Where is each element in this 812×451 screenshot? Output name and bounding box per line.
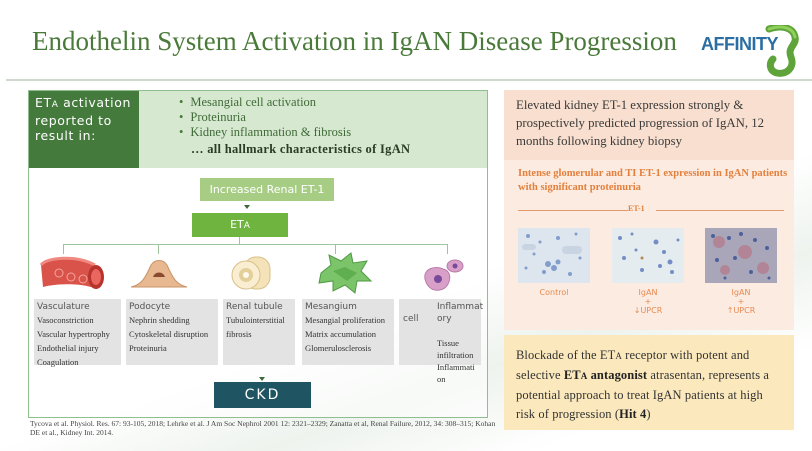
- target-effect: Vascular hypertrophy: [37, 329, 110, 339]
- tree-connector: [63, 244, 64, 254]
- label-line: ↑UPCR: [726, 306, 756, 315]
- target-column-mesangium: Mesangium Mesangial proliferation Matrix…: [302, 299, 394, 365]
- target-name: Mesangium: [305, 302, 357, 312]
- target-effect: fibrosis: [226, 329, 252, 339]
- eta-effects-list: Mesangial cell activation Proteinuria Ki…: [139, 91, 487, 168]
- target-effect: Tubulointerstitial: [226, 315, 285, 325]
- mesangial-cells-icon: [318, 252, 373, 294]
- label-line: IgAN: [731, 288, 751, 297]
- tree-connector: [158, 244, 159, 254]
- inflammatory-cells-icon: [424, 259, 464, 291]
- affinity-logo: AFFINITY: [697, 25, 807, 77]
- target-name: Podocyte: [129, 302, 171, 312]
- target-column-podocyte: Podocyte Nephrin shedding Cytoskeletal d…: [126, 299, 218, 365]
- target-name: Vasculature: [37, 302, 90, 312]
- target-column-renal-tubule: Renal tubule Tubulointerstitial fibrosis: [223, 299, 295, 365]
- target-name-part: ory: [437, 314, 452, 324]
- target-column-vasculature: Vasculature Vasoconstriction Vascular hy…: [34, 299, 121, 367]
- renal-tubule-icon: [231, 256, 271, 290]
- eta-activation-panel: ETA activation reported to result in: Me…: [28, 90, 488, 418]
- label-line: +: [644, 297, 652, 306]
- bold-run: ET: [563, 368, 581, 382]
- eta-receptor-label: ET: [230, 218, 244, 231]
- atrasentan-conclusion: Blockade of the ETA receptor with potent…: [504, 335, 794, 430]
- bold-subscript: A: [580, 371, 588, 381]
- bold-run: Hit 4: [619, 407, 647, 421]
- bold-run: antagonist: [587, 368, 648, 382]
- stain-label: ET-1: [628, 204, 645, 213]
- target-effect: Endothelial injury: [37, 343, 99, 353]
- target-name: Renal tubule: [226, 302, 283, 312]
- tree-connector: [63, 244, 447, 245]
- target-effect: on: [437, 374, 446, 384]
- text-run: ): [646, 407, 651, 421]
- label-line: +: [737, 297, 745, 306]
- target-name-part: cell: [403, 314, 419, 324]
- eta-header-text: activation reported to result in:: [35, 95, 131, 143]
- divider-line: [656, 210, 784, 211]
- target-effect: Nephrin shedding: [129, 315, 190, 325]
- effect-item: Proteinuria: [179, 110, 487, 125]
- micrograph-label: IgAN + ↓UPCR: [603, 288, 693, 315]
- increased-renal-et1-box: Increased Renal ET-1: [200, 178, 334, 201]
- arrow-down-icon: [244, 205, 250, 209]
- logo-swirl-icon: [765, 25, 799, 77]
- target-effect: Vasoconstriction: [37, 315, 94, 325]
- references: Tycova et al. Physiol. Res. 67: 93-105, …: [30, 419, 496, 437]
- et1-expression-finding: Elevated kidney ET-1 expression strongly…: [504, 90, 794, 160]
- effect-item: Mesangial cell activation: [179, 95, 487, 110]
- hallmark-summary: … all hallmark characteristics of IgAN: [191, 142, 411, 156]
- target-effect: Mesangial proliferation: [305, 315, 386, 325]
- logo-text: AFFINITY: [701, 34, 779, 54]
- target-effect: Matrix accumulation: [305, 329, 377, 339]
- arrow-down-icon: [259, 377, 265, 381]
- subscript: A: [615, 351, 622, 361]
- effect-item: Kidney inflammation & fibrosis: [179, 125, 487, 140]
- tree-connector: [447, 244, 448, 254]
- eta-activation-header: ETA activation reported to result in:: [29, 91, 139, 168]
- target-effect: Tissue: [437, 338, 459, 348]
- divider-line: [518, 210, 628, 211]
- text-run: receptor with potent and selective: [516, 348, 750, 382]
- podocyte-cell-icon: [130, 260, 188, 288]
- ckd-box: CKD: [214, 382, 311, 408]
- label-line: Control: [539, 288, 569, 297]
- staining-title: Intense glomerular and TI ET-1 expressio…: [518, 168, 788, 193]
- title-divider: [6, 79, 812, 81]
- micrograph-igan-high-upcr: [705, 228, 777, 283]
- micrograph-control: [518, 228, 590, 283]
- target-effect: infiltration: [437, 350, 474, 360]
- target-name-inflammatory: Inflammat ory: [437, 301, 483, 325]
- tree-connector: [239, 237, 240, 244]
- eta-label: ET: [35, 95, 52, 110]
- eta-receptor-box: ETA: [192, 213, 288, 237]
- target-name-part: Inflammat: [437, 302, 484, 312]
- text-run: atrasentan, represents a potential appro…: [516, 368, 770, 421]
- inflammatory-effects: Tissue infiltration Inflammati on: [437, 337, 485, 385]
- eta-receptor-subscript: A: [243, 221, 250, 231]
- target-effect: Inflammati: [437, 362, 475, 372]
- target-effect: Cytoskeletal disruption: [129, 329, 209, 339]
- blood-vessel-icon: [39, 256, 104, 289]
- eta-subscript: A: [51, 100, 59, 110]
- text-run: Blockade of the ET: [516, 348, 616, 362]
- target-effect: Coagulation: [37, 357, 79, 367]
- micrograph-label: Control: [509, 288, 599, 297]
- slide-title: Endothelin System Activation in IgAN Dis…: [32, 26, 677, 56]
- label-line: IgAN: [638, 288, 658, 297]
- target-effect: Glomerulosclerosis: [305, 343, 372, 353]
- tree-connector: [335, 244, 336, 254]
- target-effect: Proteinuria: [129, 343, 167, 353]
- target-column-inflammatory-cell: cell Inflammat ory Tissue infiltration I…: [399, 299, 483, 384]
- et1-staining-panel: Intense glomerular and TI ET-1 expressio…: [504, 160, 794, 330]
- micrograph-igan-low-upcr: [612, 228, 684, 283]
- micrograph-label: IgAN + ↑UPCR: [696, 288, 786, 315]
- label-line: ↓UPCR: [633, 306, 663, 315]
